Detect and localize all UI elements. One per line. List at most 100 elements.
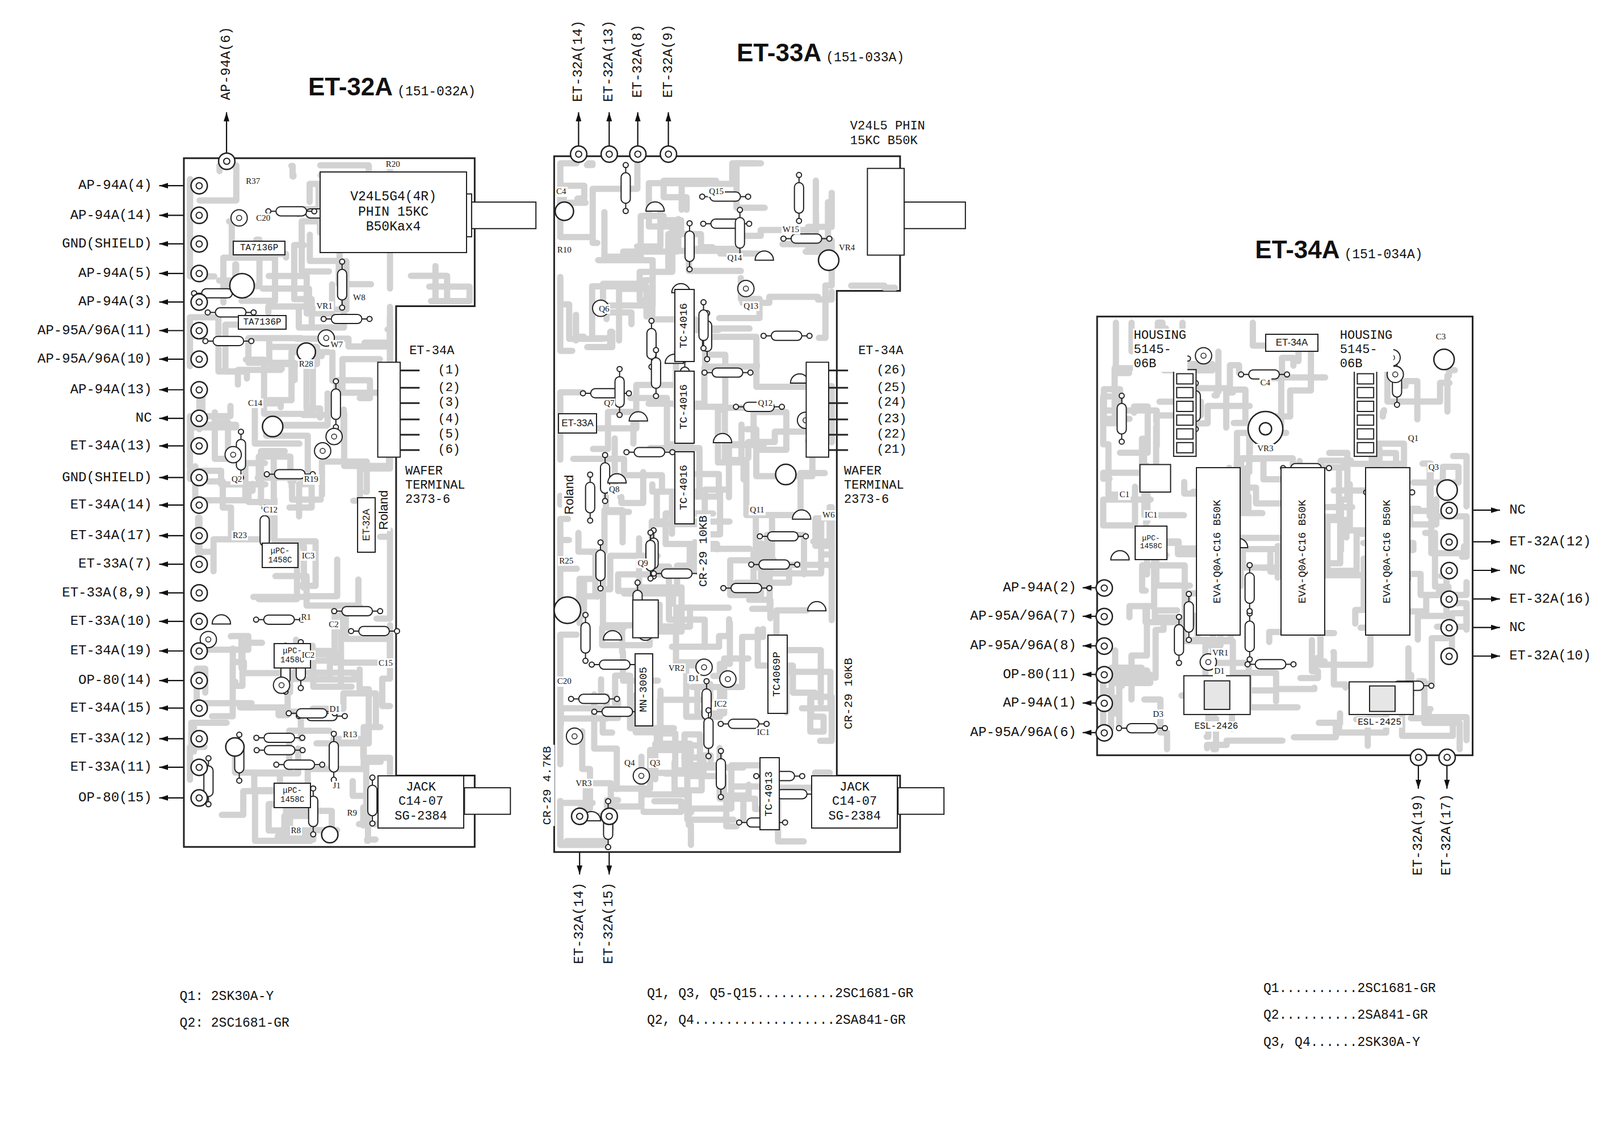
resistor-symbol: [348, 626, 400, 636]
solder-pad: [1095, 637, 1113, 655]
solder-pad: [1101, 699, 1108, 707]
leader-arrow: [1082, 673, 1096, 675]
solder-pad: [190, 177, 208, 195]
solder-pad: [1101, 729, 1108, 736]
solder-pad: [195, 561, 203, 568]
solder-pad: [190, 527, 208, 544]
reference-designator: R8: [290, 825, 303, 836]
solder-pad: [1446, 567, 1453, 574]
solder-pad: [195, 415, 203, 422]
pin-label: ET-34A(19): [69, 643, 154, 659]
part-label: EVA-Q0A-C16 B50K: [1381, 499, 1394, 603]
capacitor-symbol: [321, 826, 338, 843]
capacitor-symbol: [553, 597, 581, 624]
pin-label: NC: [1508, 502, 1527, 519]
pin-number: (2): [436, 380, 462, 396]
resistor-symbol: [651, 347, 661, 399]
pin-label: AP-95A/96A(8): [968, 637, 1078, 654]
pin-number: (5): [436, 427, 462, 442]
solder-pad: [190, 207, 208, 224]
resistor-symbol: [685, 220, 695, 272]
pin-label: AP-94A(6): [218, 25, 235, 102]
capacitor-symbol: [725, 676, 731, 682]
pin-label: OP-80(14): [77, 672, 154, 689]
solder-pad: [195, 270, 203, 277]
reference-designator: C4: [555, 186, 568, 197]
solder-pad: [1095, 694, 1113, 712]
pin-number: (24): [875, 395, 909, 410]
resistor-symbol: [651, 568, 703, 578]
connector-label: HOUSING 5145-06B: [1132, 328, 1188, 372]
pin-number: (22): [875, 427, 909, 442]
pin-label: ET-32A(13): [601, 19, 618, 104]
reference-designator: Q8: [607, 484, 621, 495]
part-number: (151-033A): [825, 50, 905, 66]
board-title: ET-34A: [1254, 235, 1340, 264]
pin-label: NC: [1508, 562, 1527, 579]
resistor-symbol: [1183, 591, 1194, 643]
solder-pad: [1101, 584, 1108, 591]
solder-pad: [570, 145, 587, 163]
solder-pad: [223, 158, 230, 165]
leader-lines: [158, 112, 1500, 875]
board-outline: [183, 158, 475, 848]
solder-pad: [1438, 749, 1456, 766]
capacitor-symbol: [572, 733, 578, 739]
brand-mark: Roland: [562, 473, 577, 516]
reference-designator: IC1: [756, 727, 772, 738]
solder-pad: [195, 240, 203, 247]
connector-label: ET-34A: [857, 343, 905, 359]
pin-label: ET-33A(8,9): [60, 585, 153, 602]
terminal-pin: [400, 387, 420, 389]
transistor-symbol: [603, 630, 622, 640]
pin-label: ET-32A(8): [630, 23, 646, 100]
reference-designator: R9: [345, 808, 359, 818]
solder-pad: [190, 759, 208, 776]
reference-designator: R20: [384, 159, 402, 170]
wafer-terminal: [377, 362, 401, 457]
housing-pin: [1176, 401, 1194, 412]
transistor-symbol: [754, 250, 774, 260]
leader-arrow: [1082, 586, 1096, 589]
reference-designator: Q3: [648, 758, 662, 768]
solder-pad: [195, 795, 203, 802]
transistor-symbol: [792, 509, 811, 519]
resistor-symbol: [1244, 562, 1254, 614]
resistor-symbol: [1244, 659, 1296, 669]
board-heading: ET-32A(151-032A): [308, 72, 476, 102]
board-title: ET-33A: [736, 38, 822, 67]
capacitor-symbol: [743, 286, 749, 292]
resistor-symbol: [585, 472, 595, 524]
leader-arrow: [1082, 615, 1096, 617]
pin-label: OP-80(15): [77, 790, 154, 806]
housing-connector: [1173, 369, 1197, 457]
circuit-board: ET-34A(151-034A)ET-34AμPC-1458CEVA-Q0A-C…: [1086, 224, 1480, 761]
transistor-symbol: [1110, 550, 1129, 560]
pin-label: ET-34A(15): [69, 700, 154, 717]
reference-designator: R1: [300, 612, 313, 623]
housing-pin: [1176, 414, 1194, 426]
solder-pad: [1101, 671, 1108, 678]
solder-pad: [1410, 749, 1427, 766]
solder-pad: [190, 730, 208, 747]
silkscreen-label: ET-32A: [357, 497, 376, 554]
pin-label: ET-32A(9): [660, 23, 677, 100]
pcb-artwork: [540, 30, 914, 858]
pin-number: (6): [436, 442, 462, 457]
solder-pad: [190, 350, 208, 368]
resistor-symbol: [703, 707, 713, 759]
reference-designator: C4: [1259, 378, 1272, 388]
reference-designator: R28: [297, 359, 315, 369]
resistor-symbol: [265, 206, 317, 216]
leader-arrow: [1082, 702, 1096, 704]
solder-pad: [190, 556, 208, 573]
housing-pin: [1357, 428, 1374, 439]
pin-label: NC: [1508, 619, 1527, 636]
housing-connector: [1354, 369, 1377, 457]
resistor-symbol: [329, 731, 339, 783]
capacitor-symbol: [638, 773, 644, 779]
solder-pad: [1446, 624, 1453, 631]
silkscreen-label: ET-33A: [557, 413, 598, 434]
board-parts: [1139, 349, 1457, 715]
